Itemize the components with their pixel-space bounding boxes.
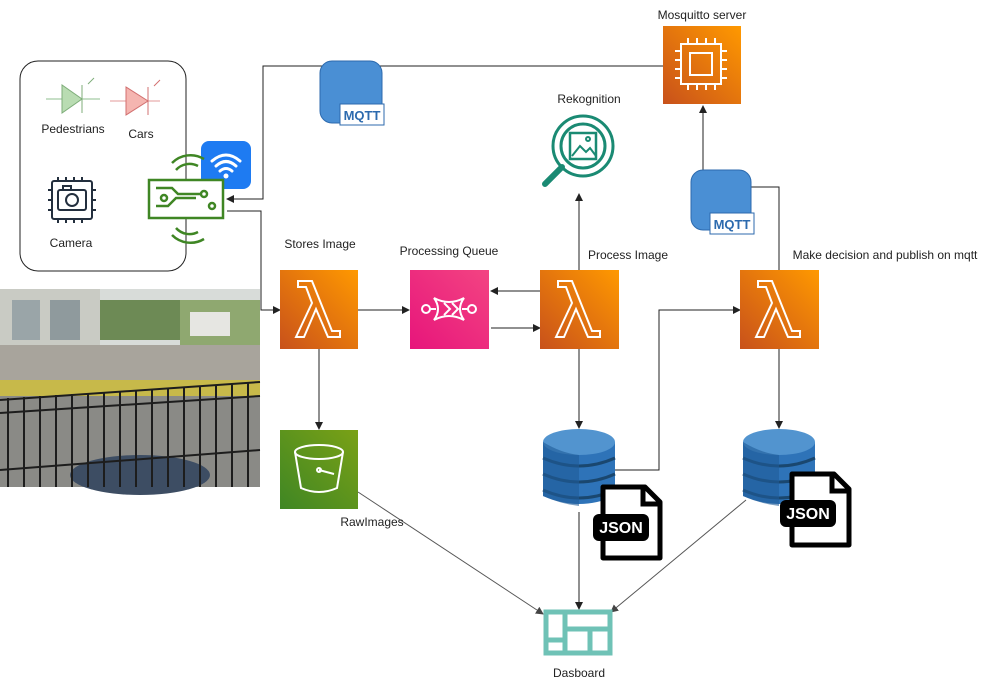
json-file-icon: JSON: [593, 484, 663, 561]
dynamodb-icon: [542, 429, 616, 506]
raw-images-bucket: [280, 430, 358, 509]
dynamodb-decision-node: JSON: [742, 429, 852, 548]
dashboard-icon: [543, 609, 613, 656]
json-label-2: JSON: [786, 506, 830, 523]
pedestrians-diode-icon: [46, 77, 100, 114]
mqtt-right-badge: MQTT: [690, 169, 755, 235]
rekognition-label: Rekognition: [557, 92, 620, 106]
dashboard-node: [543, 609, 613, 656]
edge-dynamo1-to-decision: [615, 306, 741, 471]
mosquitto-server-label: Mosquitto server: [658, 8, 747, 22]
processing-queue-node: [410, 270, 489, 349]
json-file-icon: JSON: [780, 471, 852, 548]
mqtt-icon: [709, 212, 755, 235]
processing-queue-label: Processing Queue: [400, 244, 499, 258]
make-decision-label: Make decision and publish on mqtt: [793, 248, 978, 262]
stores-image-label: Stores Image: [284, 237, 356, 251]
edge-s3-to-dashboard: [357, 491, 544, 615]
process-image-label: Process Image: [588, 248, 668, 262]
lambda-icon: [540, 270, 619, 349]
ec2-server-icon: [663, 26, 741, 104]
cars-label: Cars: [128, 127, 153, 141]
mqtt-icon: [339, 103, 385, 126]
raw-images-label: RawImages: [340, 515, 403, 529]
s3-bucket-icon: [280, 430, 358, 509]
edge-dynamo2-to-dashboard: [610, 499, 747, 613]
wifi-icon: [201, 141, 251, 189]
cars-diode-icon: [110, 79, 161, 116]
rekognition-icon: [542, 114, 615, 187]
lambda-icon: [280, 270, 358, 349]
mqtt-top-badge: MQTT: [319, 60, 385, 126]
json-label-1: JSON: [599, 520, 643, 537]
decision-lambda: [740, 270, 819, 349]
dynamodb-process-node: JSON: [542, 429, 663, 561]
lambda-icon: [740, 270, 819, 349]
street-photo: [0, 289, 261, 495]
mosquitto-server-node: [663, 26, 741, 104]
sensor-group-box: [19, 60, 187, 272]
edge-mosquitto-to-board: [226, 65, 663, 203]
camera-icon: [48, 177, 96, 223]
process-image-lambda: [540, 270, 619, 349]
pedestrians-label: Pedestrians: [41, 122, 104, 136]
stores-image-lambda: [280, 270, 358, 349]
mqtt-right-label: MQTT: [714, 217, 751, 232]
edge-board-to-stores-lambda: [227, 210, 281, 314]
mqtt-top-label: MQTT: [344, 108, 381, 123]
camera-label: Camera: [50, 236, 93, 250]
iot-board-icon: [147, 154, 225, 244]
dashboard-label: Dasboard: [553, 666, 605, 680]
